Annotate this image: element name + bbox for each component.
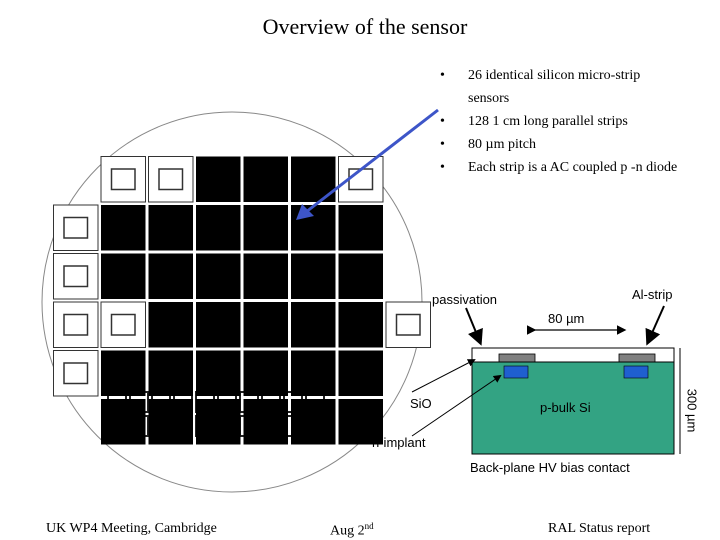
n-implant-region [623,365,649,379]
sensor-block [101,205,146,251]
test-structure [53,350,99,397]
test-pad [63,362,89,385]
test-pad [63,313,89,336]
test-structure [53,301,99,348]
test-structure [53,204,99,251]
sensor-block [291,253,336,299]
thickness-label: 300 µm [684,388,700,433]
backplane-label: Back-plane HV bias contact [470,460,630,475]
footer-date: Aug 2nd [330,521,374,540]
passivation-label: passivation [432,292,498,307]
sensor-block [338,399,383,445]
sensor-block [148,399,193,445]
bullet-item: • 26 identical silicon micro-strip senso… [440,64,680,110]
bullet-icon: • [440,68,445,83]
footer-date-base: Aug 2 [330,523,365,539]
sensor-block [243,350,288,396]
sensor-block [243,156,288,202]
test-structure [148,156,194,203]
al-strip-label: Al-strip [632,287,673,302]
slide-title: Overview of the sensor [262,14,468,39]
test-structure [53,253,99,300]
footer-left: UK WP4 Meeting, Cambridge [46,521,217,536]
passivation-arrow [465,307,483,346]
sensor-block [243,205,288,251]
sensor-block [243,253,288,299]
bullet-item: • 80 µm pitch [440,133,680,156]
sensor-block [148,253,193,299]
bullet-item: • 128 1 cm long parallel strips [440,110,680,133]
sensor-block [338,302,383,348]
sensor-block [148,350,193,396]
sio-label: SiO [410,396,432,411]
sensor-block [338,253,383,299]
sensor-block [196,205,241,251]
sensor-block [338,205,383,251]
sensor-block [101,253,146,299]
bullet-text: Each strip is a AC coupled p -n diode [468,160,678,175]
footer-date-suffix: nd [364,521,374,531]
al-strip [498,353,536,363]
sensor-block [196,302,241,348]
test-pad [395,313,421,336]
sensor-blocks [101,156,383,445]
test-structure [385,301,431,348]
sensor-block [291,205,336,251]
test-structure [100,156,146,203]
sensor-block [243,399,288,445]
bulk-label: p-bulk Si [540,400,591,415]
sensor-block [101,399,146,445]
implant-arrow [411,374,502,437]
sio-arrow [411,359,476,393]
implant-label: n-implant [372,435,426,450]
al-strip [618,353,656,363]
pointer-arrow [305,108,439,214]
sensor-block [291,350,336,396]
n-implant-region [503,365,529,379]
test-pad [110,168,136,191]
test-pad [63,265,89,288]
bullet-icon: • [440,160,445,175]
footer-right: RAL Status report [548,521,651,536]
al-strip-arrow [645,305,665,346]
bullet-text: 80 µm pitch [468,137,536,152]
sensor-block [196,253,241,299]
test-structure [338,156,384,203]
sensor-block [291,399,336,445]
test-pad [63,216,89,239]
sensor-block [338,350,383,396]
sensor-block [196,350,241,396]
bullet-icon: • [440,137,445,152]
sensor-block [196,156,241,202]
bullet-text: 26 identical silicon micro-strip sensors [468,68,641,106]
sensor-block [148,205,193,251]
test-structure [100,301,146,348]
sensor-block [196,399,241,445]
pitch-label: 80 µm [548,311,585,326]
pointer-arrow-head [296,204,314,220]
feature-list: • 26 identical silicon micro-strip senso… [440,64,680,179]
test-pad [158,168,184,191]
sensor-block [291,302,336,348]
sensor-block [101,350,146,396]
bullet-icon: • [440,114,445,129]
bullet-item: • Each strip is a AC coupled p -n diode [440,156,680,179]
sensor-block [243,302,288,348]
sensor-block [148,302,193,348]
bullet-text: 128 1 cm long parallel strips [468,114,628,129]
test-pad [110,313,136,336]
